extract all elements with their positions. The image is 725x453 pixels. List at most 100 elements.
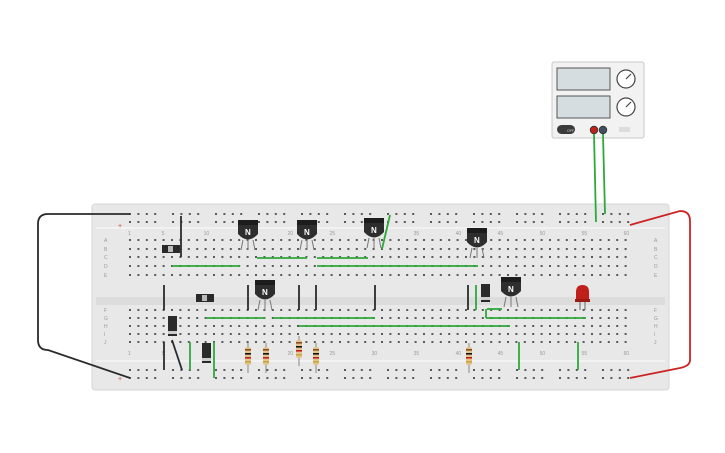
breadboard-hole[interactable] xyxy=(532,265,535,267)
breadboard-hole[interactable] xyxy=(372,333,375,335)
breadboard-hole[interactable] xyxy=(339,256,341,258)
breadboard-hole[interactable] xyxy=(549,248,551,250)
breadboard-hole[interactable] xyxy=(305,239,308,241)
breadboard-hole[interactable] xyxy=(187,256,190,258)
breadboard-hole[interactable] xyxy=(397,317,400,319)
breadboard-hole[interactable] xyxy=(339,274,341,276)
breadboard-hole[interactable] xyxy=(473,309,476,311)
breadboard-hole[interactable] xyxy=(523,265,526,267)
breadboard-hole[interactable] xyxy=(213,325,215,327)
breadboard-hole[interactable] xyxy=(204,341,207,343)
breadboard-hole[interactable] xyxy=(372,309,375,311)
breadboard-hole[interactable] xyxy=(179,317,182,319)
rail-hole[interactable] xyxy=(180,377,183,379)
rail-hole[interactable] xyxy=(283,369,286,371)
breadboard-hole[interactable] xyxy=(330,256,333,258)
breadboard-hole[interactable] xyxy=(616,325,619,327)
breadboard-hole[interactable] xyxy=(490,265,493,267)
breadboard-hole[interactable] xyxy=(305,341,308,343)
breadboard-hole[interactable] xyxy=(204,325,207,327)
rail-hole[interactable] xyxy=(575,213,578,215)
rail-hole[interactable] xyxy=(129,221,131,223)
breadboard-hole[interactable] xyxy=(288,256,291,258)
breadboard-hole[interactable] xyxy=(414,239,417,241)
breadboard-hole[interactable] xyxy=(196,317,199,319)
breadboard-hole[interactable] xyxy=(423,248,425,250)
rail-hole[interactable] xyxy=(326,369,329,371)
rail-hole[interactable] xyxy=(481,221,484,223)
breadboard-hole[interactable] xyxy=(624,239,627,241)
breadboard-hole[interactable] xyxy=(145,256,148,258)
breadboard-hole[interactable] xyxy=(263,309,266,311)
breadboard-hole[interactable] xyxy=(456,256,459,258)
breadboard-hole[interactable] xyxy=(532,274,535,276)
breadboard-hole[interactable] xyxy=(255,341,257,343)
rail-hole[interactable] xyxy=(360,369,363,371)
breadboard-hole[interactable] xyxy=(347,333,350,335)
rail-hole[interactable] xyxy=(283,221,286,223)
breadboard-hole[interactable] xyxy=(473,341,476,343)
breadboard-hole[interactable] xyxy=(204,309,207,311)
breadboard-hole[interactable] xyxy=(271,248,274,250)
rail-hole[interactable] xyxy=(223,377,226,379)
power-supply[interactable]: OFF xyxy=(551,61,645,139)
breadboard-hole[interactable] xyxy=(397,239,400,241)
breadboard-hole[interactable] xyxy=(549,325,551,327)
breadboard-hole[interactable] xyxy=(549,265,551,267)
breadboard-hole[interactable] xyxy=(582,309,585,311)
breadboard-hole[interactable] xyxy=(372,248,375,250)
breadboard-hole[interactable] xyxy=(204,317,207,319)
breadboard-hole[interactable] xyxy=(540,274,543,276)
breadboard-hole[interactable] xyxy=(423,309,425,311)
slide-switch[interactable] xyxy=(196,294,214,302)
breadboard-hole[interactable] xyxy=(523,256,526,258)
breadboard-hole[interactable] xyxy=(364,341,367,343)
breadboard-hole[interactable] xyxy=(523,309,526,311)
breadboard-hole[interactable] xyxy=(607,341,610,343)
breadboard-hole[interactable] xyxy=(246,256,249,258)
breadboard-hole[interactable] xyxy=(364,239,367,241)
breadboard-hole[interactable] xyxy=(540,265,543,267)
rail-hole[interactable] xyxy=(301,369,303,371)
rail-hole[interactable] xyxy=(231,213,234,215)
breadboard-hole[interactable] xyxy=(523,341,526,343)
breadboard-hole[interactable] xyxy=(507,333,509,335)
rail-hole[interactable] xyxy=(618,377,621,379)
rail-hole[interactable] xyxy=(446,213,449,215)
npn-transistor[interactable]: N xyxy=(238,220,258,251)
rail-hole[interactable] xyxy=(516,377,518,379)
breadboard-hole[interactable] xyxy=(607,309,610,311)
npn-transistor[interactable]: N xyxy=(297,220,317,251)
breadboard-hole[interactable] xyxy=(355,248,358,250)
breadboard-hole[interactable] xyxy=(288,341,291,343)
psu-positive-terminal[interactable] xyxy=(589,125,599,135)
breadboard-hole[interactable] xyxy=(263,248,266,250)
rail-hole[interactable] xyxy=(387,377,389,379)
breadboard-hole[interactable] xyxy=(549,309,551,311)
breadboard-hole[interactable] xyxy=(187,248,190,250)
breadboard-hole[interactable] xyxy=(271,256,274,258)
breadboard-hole[interactable] xyxy=(255,274,257,276)
breadboard-hole[interactable] xyxy=(465,256,467,258)
rail-hole[interactable] xyxy=(344,221,346,223)
breadboard-hole[interactable] xyxy=(137,341,140,343)
rail-hole[interactable] xyxy=(481,377,484,379)
breadboard-hole[interactable] xyxy=(490,309,493,311)
breadboard-hole[interactable] xyxy=(431,309,434,311)
breadboard-hole[interactable] xyxy=(204,239,207,241)
breadboard-hole[interactable] xyxy=(557,325,560,327)
rail-hole[interactable] xyxy=(197,221,200,223)
breadboard-hole[interactable] xyxy=(213,309,215,311)
rail-hole[interactable] xyxy=(481,369,484,371)
rail-hole[interactable] xyxy=(258,369,260,371)
breadboard-hole[interactable] xyxy=(229,341,232,343)
rail-hole[interactable] xyxy=(215,377,217,379)
breadboard-hole[interactable] xyxy=(574,333,577,335)
breadboard-hole[interactable] xyxy=(154,274,157,276)
breadboard-hole[interactable] xyxy=(574,309,577,311)
breadboard-hole[interactable] xyxy=(347,248,350,250)
rail-hole[interactable] xyxy=(584,221,587,223)
rail-hole[interactable] xyxy=(524,369,527,371)
rail-hole[interactable] xyxy=(489,213,492,215)
breadboard-hole[interactable] xyxy=(187,341,190,343)
